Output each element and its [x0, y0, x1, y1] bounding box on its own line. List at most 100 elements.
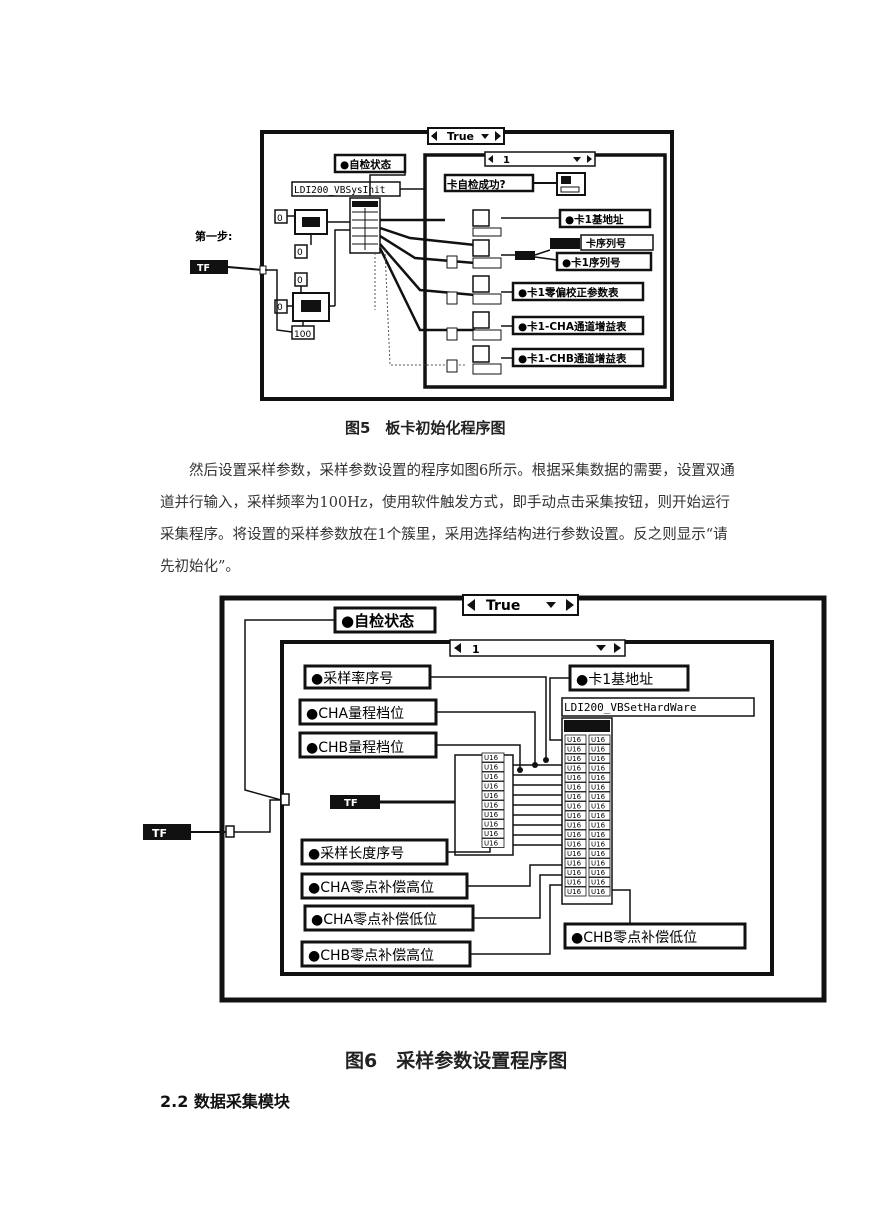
u16-label: U16 — [591, 736, 606, 744]
unbundle-node-4 — [472, 311, 502, 341]
bool-constant: TF — [190, 260, 228, 274]
svg-text:●卡1零偏校正参数表: ●卡1零偏校正参数表 — [518, 286, 619, 299]
hw-terminal — [588, 829, 611, 840]
bundle-terminal — [481, 838, 505, 848]
sequence-selector[interactable]: 1 — [484, 151, 596, 167]
hw-terminal — [588, 858, 611, 868]
hw-terminal — [588, 791, 611, 802]
u16-label: U16 — [567, 841, 582, 849]
hw-terminal — [588, 877, 611, 887]
svg-text:●卡1基地址: ●卡1基地址 — [565, 213, 624, 226]
svg-text:●CHA量程档位: ●CHA量程档位 — [306, 706, 404, 722]
sample-length-control[interactable]: ●采样长度序号 — [300, 838, 449, 866]
figure-5-block-diagram: True 1 ●自检状态 LDI200_VBSysInit 第一步: TF — [190, 127, 674, 401]
case-selector[interactable]: True — [462, 594, 579, 616]
u16-label: U16 — [591, 860, 606, 868]
unbundle-node-5 — [472, 345, 502, 375]
set-hardware-function-node: LDI200_VBSetHardWare — [561, 697, 755, 717]
base-address-indicator: ●卡1基地址 — [568, 664, 690, 692]
svg-text:●自检状态: ●自检状态 — [341, 612, 414, 630]
hw-terminal — [564, 820, 587, 830]
chb-zero-low-indicator: ●CHB零点补偿低位 — [563, 922, 747, 950]
u16-label: U16 — [591, 765, 606, 773]
svg-text:●CHA零点补偿低位: ●CHA零点补偿低位 — [311, 912, 437, 928]
hw-terminal — [588, 810, 611, 821]
u16-label: U16 — [484, 754, 499, 762]
svg-text:0: 0 — [277, 214, 283, 224]
bundle-terminal — [481, 762, 505, 772]
bundle-terminal — [481, 819, 505, 829]
svg-text:LDI200_VBSetHardWare: LDI200_VBSetHardWare — [564, 701, 696, 714]
chb-range-control[interactable]: ●CHB量程档位 — [298, 731, 438, 759]
hw-terminal — [564, 858, 587, 868]
zero-calibration-table-indicator: ●卡1零偏校正参数表 — [511, 281, 645, 302]
self-check-status-indicator: ●自检状态 — [333, 606, 437, 634]
cha-zero-low-control[interactable]: ●CHA零点补偿低位 — [303, 904, 475, 932]
sequence-selector[interactable]: 1 — [449, 639, 626, 657]
u16-label: U16 — [567, 888, 582, 896]
cha-zero-high-control[interactable]: ●CHA零点补偿高位 — [300, 872, 469, 900]
svg-text:卡序列号: 卡序列号 — [586, 237, 626, 250]
constant-zero-top: 0 — [274, 209, 288, 224]
hw-terminal — [564, 829, 587, 840]
hw-terminal — [588, 867, 611, 878]
u16-label: U16 — [484, 773, 499, 781]
svg-text:0: 0 — [297, 276, 303, 286]
bundle-terminal — [481, 781, 505, 791]
u16-label: U16 — [591, 879, 606, 887]
u16-label: U16 — [591, 869, 606, 877]
chb-zero-high-control[interactable]: ●CHB零点补偿高位 — [300, 940, 472, 968]
u16-label: U16 — [591, 888, 606, 896]
figure-5-caption: 图5 板卡初始化程序图 — [345, 419, 506, 437]
hw-terminal — [588, 763, 611, 773]
figure-6-block-diagram: True 1 ●自检状态 TF ●采样率序号 ●CHA量程档位 ●CHB量程档位 — [143, 594, 827, 1003]
hw-terminal — [588, 744, 611, 754]
serial-number-indicator: ●卡1序列号 — [555, 251, 653, 272]
u16-label: U16 — [567, 879, 582, 887]
paragraph-line-4: 先初始化”。 — [160, 559, 240, 575]
u16-label: U16 — [591, 746, 606, 754]
section-heading: 2.2 数据采集模块 — [160, 1092, 290, 1111]
unbundle-node-3 — [472, 275, 502, 305]
u16-label: U16 — [591, 755, 606, 763]
hw-terminal — [564, 810, 587, 821]
hw-terminal — [588, 801, 611, 811]
hw-terminal — [588, 886, 611, 897]
svg-text:TF: TF — [152, 827, 167, 840]
u16-label: U16 — [591, 812, 606, 820]
svg-text:●自检状态: ●自检状态 — [340, 158, 392, 171]
u16-label: U16 — [567, 869, 582, 877]
chb-gain-table-indicator: ●卡1-CHB通道增益表 — [511, 347, 645, 368]
u16-label: U16 — [567, 860, 582, 868]
paragraph-line-2: 道并行输入，采样频率为100Hz，使用软件触发方式，即手动点击采集按钮，则开始运… — [160, 495, 730, 511]
hw-terminal — [564, 886, 587, 897]
bundle-terminal — [481, 809, 505, 820]
hw-terminal — [588, 772, 611, 783]
u16-label: U16 — [484, 764, 499, 772]
self-check-success-label: 卡自检成功? — [443, 173, 535, 193]
hw-terminal — [588, 734, 611, 745]
cha-range-control[interactable]: ●CHA量程档位 — [298, 698, 438, 726]
base-address-indicator: ●卡1基地址 — [558, 208, 652, 229]
case-selector[interactable]: True — [427, 127, 505, 145]
hw-terminal — [564, 734, 587, 745]
svg-text:●CHB零点补偿高位: ●CHB零点补偿高位 — [308, 947, 434, 964]
hw-terminal — [588, 839, 611, 849]
hw-terminal — [564, 772, 587, 783]
u16-label: U16 — [591, 784, 606, 792]
hw-terminal — [564, 763, 587, 773]
hw-terminal — [564, 839, 587, 849]
hw-terminal — [588, 820, 611, 830]
svg-text:●CHB零点补偿低位: ●CHB零点补偿低位 — [571, 930, 697, 946]
sample-rate-control[interactable]: ●采样率序号 — [303, 664, 432, 690]
hw-terminal — [564, 782, 587, 792]
u16-label: U16 — [484, 783, 499, 791]
u16-label: U16 — [484, 792, 499, 800]
hw-terminal — [564, 877, 587, 887]
svg-text:1: 1 — [503, 155, 510, 166]
svg-text:0: 0 — [297, 248, 303, 258]
svg-text:0: 0 — [277, 303, 283, 313]
hw-terminal — [564, 801, 587, 811]
u16-label: U16 — [484, 802, 499, 810]
constant-100: 100 — [291, 325, 315, 340]
